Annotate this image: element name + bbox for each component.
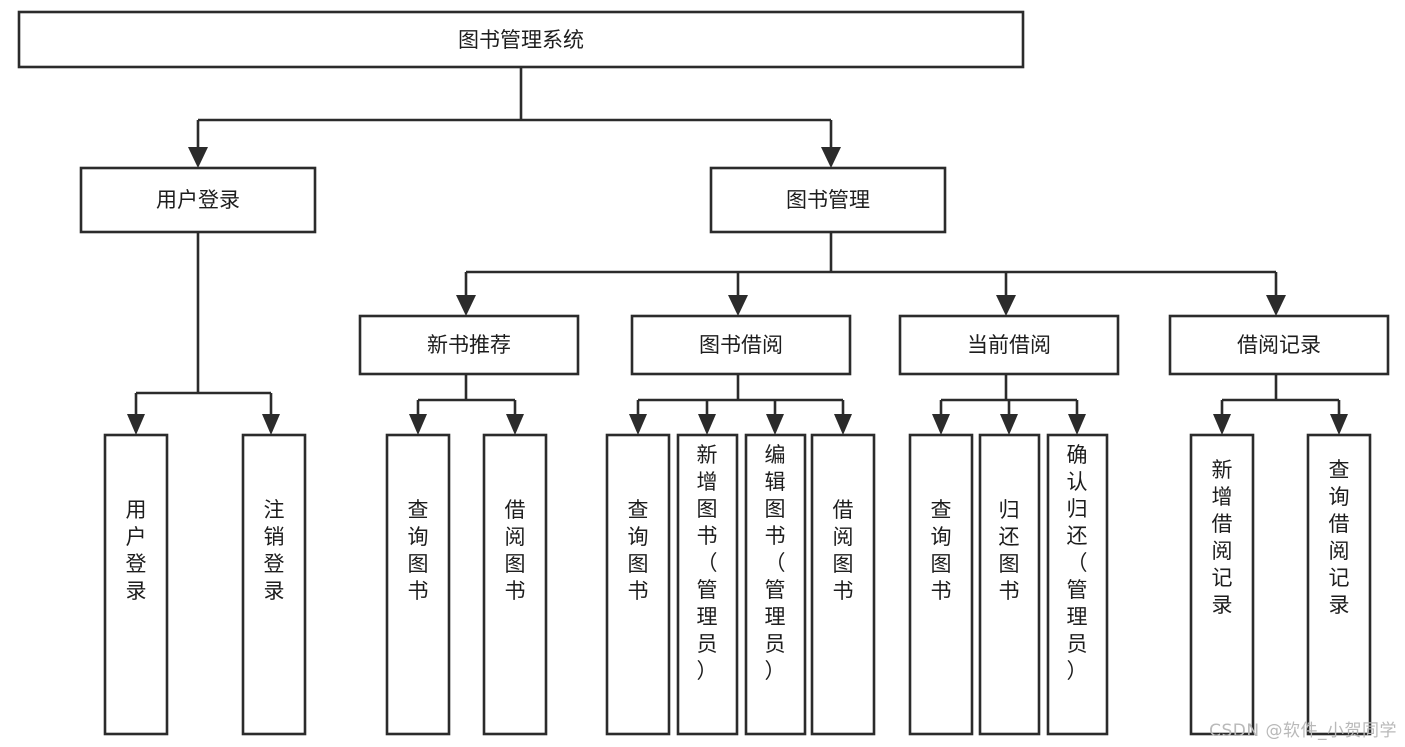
node-leaf-return-book-box[interactable] bbox=[978, 433, 1041, 736]
node-leaf-add-book-box[interactable] bbox=[676, 433, 739, 736]
node-leaf-borrow-book-2[interactable]: 借阅图书 bbox=[810, 433, 876, 736]
arrow-head-leaf-query-book-2 bbox=[629, 414, 647, 435]
node-leaf-add-book[interactable]: 新增图书（管理员） bbox=[676, 433, 739, 736]
node-leaf-borrow-book-1[interactable]: 借阅图书 bbox=[482, 433, 548, 736]
arrow-head-leaf-query-record bbox=[1330, 414, 1348, 435]
node-leaf-borrow-book-1-box[interactable] bbox=[482, 433, 548, 736]
node-leaf-query-book-3-label: 查询图书 bbox=[931, 498, 952, 603]
node-new-book-recommend[interactable]: 新书推荐 bbox=[358, 314, 580, 376]
node-leaf-return-book[interactable]: 归还图书 bbox=[978, 433, 1041, 736]
csdn-watermark: CSDN @软件_小贺同学 bbox=[1209, 721, 1397, 741]
connectors-group bbox=[127, 67, 1348, 435]
arrow-head-leaf-add-book bbox=[698, 414, 716, 435]
arrow-head-leaf-user-login bbox=[127, 414, 145, 435]
node-leaf-user-login-label: 用户登录 bbox=[126, 498, 147, 603]
node-current-borrow-label: 当前借阅 bbox=[967, 333, 1051, 357]
arrow-head-new-book-recommend bbox=[456, 295, 476, 316]
node-leaf-user-login[interactable]: 用户登录 bbox=[103, 433, 169, 736]
node-new-book-recommend-box[interactable] bbox=[358, 314, 580, 376]
node-leaf-query-book-1-label: 查询图书 bbox=[408, 498, 429, 603]
node-user-login[interactable]: 用户登录 bbox=[79, 166, 317, 234]
node-leaf-query-book-3-box[interactable] bbox=[908, 433, 974, 736]
node-leaf-edit-book[interactable]: 编辑图书（管理员） bbox=[744, 433, 807, 736]
arrow-head-leaf-query-book-3 bbox=[932, 414, 950, 435]
node-book-borrow-label: 图书借阅 bbox=[699, 333, 783, 357]
node-borrow-record[interactable]: 借阅记录 bbox=[1168, 314, 1390, 376]
node-user-login-label: 用户登录 bbox=[156, 188, 240, 212]
node-book-management-box[interactable] bbox=[709, 166, 947, 234]
node-leaf-return-book-label: 归还图书 bbox=[999, 498, 1020, 603]
node-leaf-add-record-label: 新增借阅记录 bbox=[1212, 458, 1233, 617]
node-leaf-borrow-book-2-label: 借阅图书 bbox=[833, 498, 854, 603]
node-borrow-record-label: 借阅记录 bbox=[1237, 333, 1321, 357]
node-leaf-user-logout-box[interactable] bbox=[241, 433, 307, 736]
node-leaf-query-book-2-box[interactable] bbox=[605, 433, 671, 736]
node-leaf-add-record[interactable]: 新增借阅记录 bbox=[1189, 433, 1255, 736]
node-new-book-recommend-label: 新书推荐 bbox=[427, 333, 511, 357]
node-leaf-add-book-label: 新增图书（管理员） bbox=[697, 443, 718, 683]
node-user-login-box[interactable] bbox=[79, 166, 317, 234]
node-leaf-add-record-box[interactable] bbox=[1189, 433, 1255, 736]
node-leaf-query-record[interactable]: 查询借阅记录 bbox=[1306, 433, 1372, 736]
node-book-management-label: 图书管理 bbox=[786, 188, 870, 212]
node-leaf-user-login-box[interactable] bbox=[103, 433, 169, 736]
arrow-head-leaf-borrow-book-1 bbox=[506, 414, 524, 435]
node-leaf-query-book-1[interactable]: 查询图书 bbox=[385, 433, 451, 736]
arrow-head-current-borrow bbox=[996, 295, 1016, 316]
node-root-box[interactable] bbox=[17, 10, 1025, 69]
node-leaf-query-book-2[interactable]: 查询图书 bbox=[605, 433, 671, 736]
node-leaf-query-book-3[interactable]: 查询图书 bbox=[908, 433, 974, 736]
arrow-head-leaf-borrow-book-2 bbox=[834, 414, 852, 435]
node-leaf-edit-book-label: 编辑图书（管理员） bbox=[765, 443, 786, 683]
node-root[interactable]: 图书管理系统 bbox=[17, 10, 1025, 69]
node-leaf-confirm-return[interactable]: 确认归还（管理员） bbox=[1046, 433, 1109, 736]
node-book-management[interactable]: 图书管理 bbox=[709, 166, 947, 234]
node-book-borrow[interactable]: 图书借阅 bbox=[630, 314, 852, 376]
node-current-borrow-box[interactable] bbox=[898, 314, 1120, 376]
node-leaf-query-book-1-box[interactable] bbox=[385, 433, 451, 736]
node-leaf-borrow-book-2-box[interactable] bbox=[810, 433, 876, 736]
arrow-head-leaf-return-book bbox=[1000, 414, 1018, 435]
arrow-head-leaf-add-record bbox=[1213, 414, 1231, 435]
node-leaf-query-record-label: 查询借阅记录 bbox=[1329, 458, 1350, 617]
node-leaf-confirm-return-label: 确认归还（管理员） bbox=[1067, 443, 1088, 683]
node-leaf-query-book-2-label: 查询图书 bbox=[628, 498, 649, 603]
node-book-borrow-box[interactable] bbox=[630, 314, 852, 376]
node-leaf-user-logout[interactable]: 注销登录 bbox=[241, 433, 307, 736]
arrow-head-book-management bbox=[821, 147, 841, 168]
arrow-head-borrow-record bbox=[1266, 295, 1286, 316]
node-leaf-confirm-return-box[interactable] bbox=[1046, 433, 1109, 736]
node-leaf-user-logout-label: 注销登录 bbox=[264, 498, 285, 603]
node-root-label: 图书管理系统 bbox=[458, 28, 584, 52]
arrow-head-leaf-confirm-return bbox=[1068, 414, 1086, 435]
node-leaf-borrow-book-1-label: 借阅图书 bbox=[505, 498, 526, 603]
node-leaf-query-record-box[interactable] bbox=[1306, 433, 1372, 736]
arrow-head-book-borrow bbox=[728, 295, 748, 316]
arrow-head-leaf-edit-book bbox=[766, 414, 784, 435]
node-current-borrow[interactable]: 当前借阅 bbox=[898, 314, 1120, 376]
node-leaf-edit-book-box[interactable] bbox=[744, 433, 807, 736]
node-borrow-record-box[interactable] bbox=[1168, 314, 1390, 376]
arrow-head-leaf-query-book-1 bbox=[409, 414, 427, 435]
arrow-head-user-login bbox=[188, 147, 208, 168]
arrow-head-leaf-user-logout bbox=[262, 414, 280, 435]
